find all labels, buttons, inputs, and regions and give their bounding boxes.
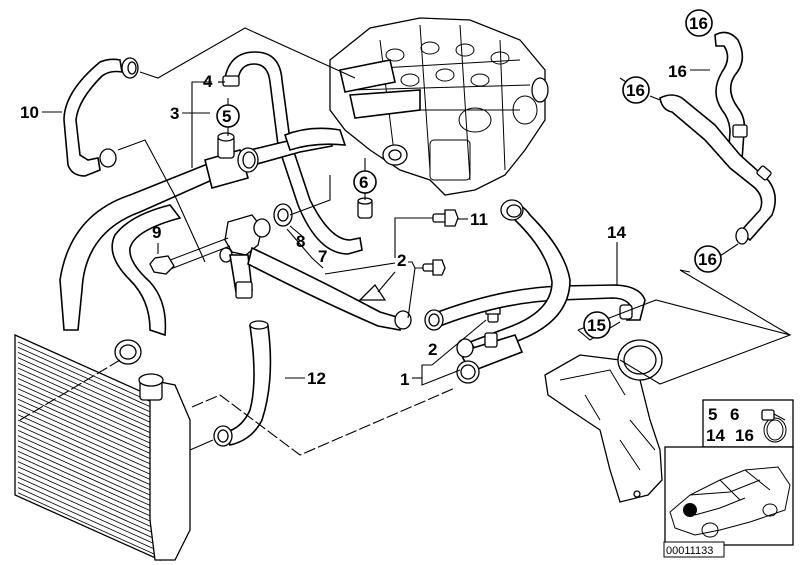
clamp-legend-14: 14 [706, 426, 725, 445]
clamp-legend-16: 16 [735, 426, 754, 445]
radiator-fin [17, 424, 159, 489]
radiator-fin [17, 461, 159, 525]
label-16-top[interactable]: 16 [689, 14, 708, 33]
label-5[interactable]: 5 [222, 107, 231, 126]
radiator-fin [17, 383, 159, 447]
car-inset [664, 446, 794, 546]
radiator-fin [17, 388, 159, 453]
thermostat-housing [149, 203, 293, 299]
label-16-top-circle [685, 9, 713, 37]
clamp-legend-5: 5 [708, 405, 717, 424]
reference-number: 00011133 [666, 545, 713, 557]
radiator-fin [17, 419, 159, 484]
radiator-fin [17, 372, 159, 437]
radiator-fin [17, 471, 159, 536]
clamp-legend-6: 6 [730, 405, 739, 424]
label-13[interactable]: 14 [607, 223, 626, 242]
radiator-fin [17, 398, 159, 463]
bolt-2-upper [422, 259, 446, 276]
radiator-fin [17, 445, 159, 510]
label-8[interactable]: 8 [296, 232, 305, 251]
label-5-circle [216, 104, 240, 128]
radiator-fin [17, 352, 159, 416]
radiator-fin [17, 450, 159, 515]
radiator-fin [17, 404, 159, 468]
radiator-fin [17, 357, 159, 421]
radiator-fin [17, 487, 159, 551]
car-location-icon [669, 466, 791, 538]
label-7[interactable]: 7 [318, 247, 327, 266]
label-16-bottom-circle [694, 245, 722, 273]
leader-lines [19, 27, 792, 456]
bolt-10 [432, 209, 459, 227]
hose-7 [247, 246, 412, 331]
radiator-fin [17, 367, 159, 432]
label-2-lower[interactable]: 2 [428, 340, 437, 359]
radiator-fin [17, 378, 159, 442]
label-12[interactable]: 12 [307, 369, 326, 388]
radiator-fin [17, 362, 159, 427]
label-6[interactable]: 6 [359, 173, 368, 192]
label-9[interactable]: 9 [152, 223, 161, 242]
thermostat-bracket [544, 339, 663, 503]
radiator-fin [17, 482, 159, 546]
radiator-fin [17, 476, 159, 541]
label-16-left-circle [622, 76, 650, 104]
label-2-upper[interactable]: 2 [397, 251, 406, 270]
label-6-circle [353, 170, 377, 194]
label-14-circle [583, 311, 611, 339]
reference-number-box: 00011133 [663, 541, 725, 558]
radiator-fin [17, 466, 159, 531]
radiator-fin [17, 492, 159, 557]
label-15[interactable]: 16 [668, 62, 687, 81]
radiator-upper-hose [111, 204, 182, 365]
label-14[interactable]: 15 [587, 316, 606, 335]
label-1[interactable]: 1 [400, 370, 409, 389]
label-16-left[interactable]: 16 [626, 81, 645, 100]
hose-11 [63, 57, 139, 177]
engine-bay-dot [683, 503, 697, 517]
radiator-fin [17, 414, 159, 479]
radiator-fin [17, 393, 159, 458]
hose-6-stub [357, 197, 373, 219]
part-labels: 10 3 4 5 6 9 8 7 2 11 14 2 1 12 15 16 16… [20, 9, 722, 389]
label-11[interactable]: 10 [20, 103, 39, 122]
radiator-fin [17, 440, 159, 505]
radiator-fin [17, 456, 159, 520]
label-3[interactable]: 3 [170, 104, 179, 123]
cylinder-head [329, 17, 549, 196]
radiator-fin [17, 435, 159, 499]
hose-clamp-icon [761, 409, 787, 443]
hose-12 [213, 320, 272, 447]
label-16-bottom[interactable]: 16 [698, 250, 717, 269]
radiator [14, 333, 191, 562]
hose-15 [659, 31, 776, 245]
label-4[interactable]: 4 [203, 72, 213, 91]
clamp-legend: 5 6 14 16 [702, 399, 794, 448]
radiator-fin [17, 409, 159, 473]
hose-3-tee [59, 127, 347, 331]
radiator-fin [17, 341, 159, 406]
radiator-fin [17, 430, 159, 494]
label-10[interactable]: 11 [470, 210, 488, 229]
lower-radiator-hose [456, 199, 571, 384]
